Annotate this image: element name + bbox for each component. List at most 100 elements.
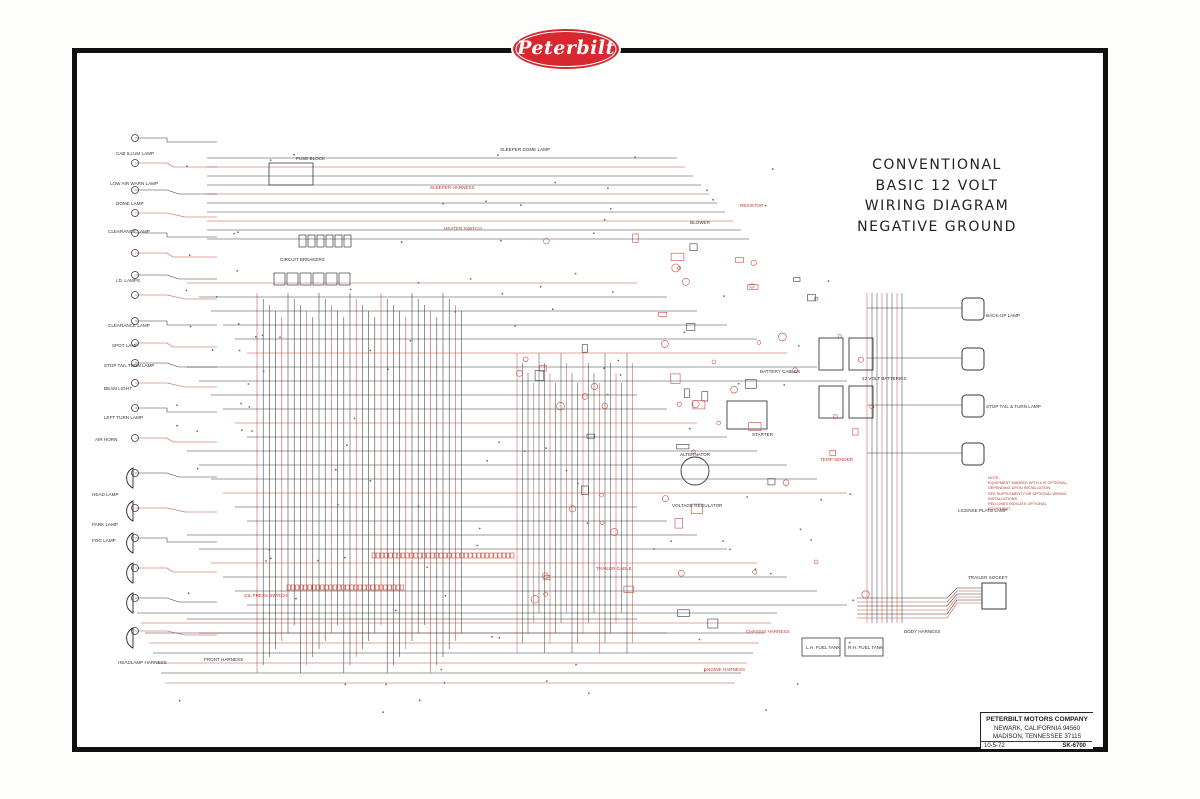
junction-dot: [188, 254, 191, 257]
label-oil-press-switch: OIL PRESS SWITCH: [244, 593, 288, 598]
lamp-symbol: [131, 627, 139, 635]
lamp-symbol: [131, 134, 139, 142]
note-2: SEE SUPPLEMENT FOR OPTIONAL WIRING INSTA…: [988, 491, 1067, 501]
terminal-symbol: [671, 263, 681, 273]
switch-symbol: [674, 518, 683, 529]
connector-pin: [401, 552, 406, 559]
terminal-symbol: [677, 266, 682, 271]
junction-dot: [255, 335, 257, 338]
junction-dot: [769, 572, 772, 575]
junction-dot: [385, 683, 387, 686]
terminal-symbol: [677, 569, 685, 577]
alternator-symbol: [680, 456, 710, 486]
connector-pin: [374, 584, 379, 591]
connector-pin: [345, 584, 350, 591]
junction-dot: [400, 241, 403, 244]
switch-symbol: [586, 433, 595, 439]
switch-symbol: [683, 388, 690, 398]
diagram-title: CONVENTIONAL BASIC 12 VOLT WIRING DIAGRA…: [842, 155, 1032, 237]
junction-dot: [279, 336, 281, 339]
junction-dot: [706, 189, 708, 192]
rear-lamp-symbol: [961, 442, 985, 466]
label-park-lamp: PARK LAMP: [92, 522, 118, 527]
connector-pin: [480, 552, 485, 559]
wire-trailer: [857, 593, 982, 607]
fuel-tank-symbol: [844, 637, 884, 657]
company-address-2: MADISON, TENNESSEE 37115: [992, 733, 1082, 740]
junction-dot: [523, 450, 526, 453]
junction-dot: [849, 493, 852, 495]
connector-pin: [417, 552, 422, 559]
terminal-symbol: [832, 414, 838, 419]
junction-dot: [346, 444, 348, 447]
terminal-symbol: [814, 296, 818, 301]
junction-dot: [236, 270, 239, 272]
lamp-symbol: [131, 317, 139, 325]
wire-trailer: [857, 602, 982, 619]
terminal-symbol: [523, 356, 529, 362]
junction-dot: [500, 239, 502, 242]
title-block-company: PETERBILT MOTORS COMPANY NEWARK, CALIFOR…: [980, 712, 1093, 749]
connector-pin: [387, 584, 392, 591]
terminal-symbol: [599, 492, 604, 498]
junction-dot: [476, 544, 479, 547]
junction-dot: [485, 200, 487, 203]
battery-symbol: [848, 385, 874, 419]
label-clearance-lamp-top: CLEARANCE LAMP: [108, 229, 150, 234]
junction-dot: [607, 187, 609, 190]
drawing-info: 10-5-72 SK-6700: [980, 741, 1092, 751]
connector-pin: [468, 552, 473, 559]
terminal-symbol: [581, 393, 589, 400]
junction-dot: [394, 609, 397, 612]
junction-dot: [586, 522, 589, 524]
junction-dot: [501, 292, 504, 295]
wire-lamp-feed: [135, 382, 217, 388]
connector-pin: [316, 584, 321, 591]
connector-pin: [380, 552, 385, 559]
switch-symbol: [692, 400, 706, 410]
connector-pin: [375, 552, 380, 559]
wire-lamp-feed: [135, 342, 217, 348]
junction-dot: [418, 699, 421, 702]
junction-dot: [176, 424, 178, 427]
label-body-harness: BODY HARNESS: [904, 629, 941, 634]
switch-symbol: [748, 422, 762, 431]
junction-dot: [196, 467, 199, 470]
junction-dot: [442, 202, 444, 205]
connector-pin: [349, 584, 354, 591]
junction-dot: [262, 370, 265, 373]
junction-dot: [176, 404, 178, 407]
wire-trailer: [857, 599, 982, 615]
junction-dot: [764, 204, 767, 207]
terminal-symbol: [661, 340, 669, 348]
junction-dot: [498, 636, 501, 639]
wiring-diagram: [126, 134, 1007, 714]
connector-pin: [303, 584, 308, 591]
label-head-lamp: HEAD LAMP: [92, 492, 119, 497]
label-fog-lamp: FOG LAMP: [92, 538, 116, 543]
wire-lamp-feed: [135, 362, 217, 368]
switch-symbol: [744, 379, 757, 389]
battery-symbol: [818, 337, 844, 371]
junction-dot: [469, 278, 472, 280]
junction-dot: [539, 285, 542, 288]
rear-lamp-symbol: [961, 297, 985, 321]
terminal-symbol: [716, 420, 721, 426]
connector-pin: [311, 584, 316, 591]
connector-pin: [358, 584, 363, 591]
headlamp-symbol: [126, 562, 134, 584]
title-line-3: WIRING DIAGRAM: [864, 198, 1010, 214]
junction-dot: [196, 430, 199, 433]
wire-lamp-feed: [135, 232, 217, 238]
terminal-symbol: [569, 505, 577, 513]
junction-dot: [269, 557, 272, 560]
switch-symbol: [690, 503, 703, 514]
wire-lamp-feed: [135, 537, 217, 543]
junction-dot: [491, 635, 493, 638]
junction-dot: [754, 568, 757, 571]
label-headlamp-harness: HEADLAMP HARNESS: [118, 660, 167, 665]
connector-pin: [510, 552, 515, 559]
junction-dot: [293, 153, 295, 156]
wire-lamp-feed: [135, 320, 217, 326]
label-voltage-regulator: VOLTAGE REGULATOR: [672, 503, 723, 508]
